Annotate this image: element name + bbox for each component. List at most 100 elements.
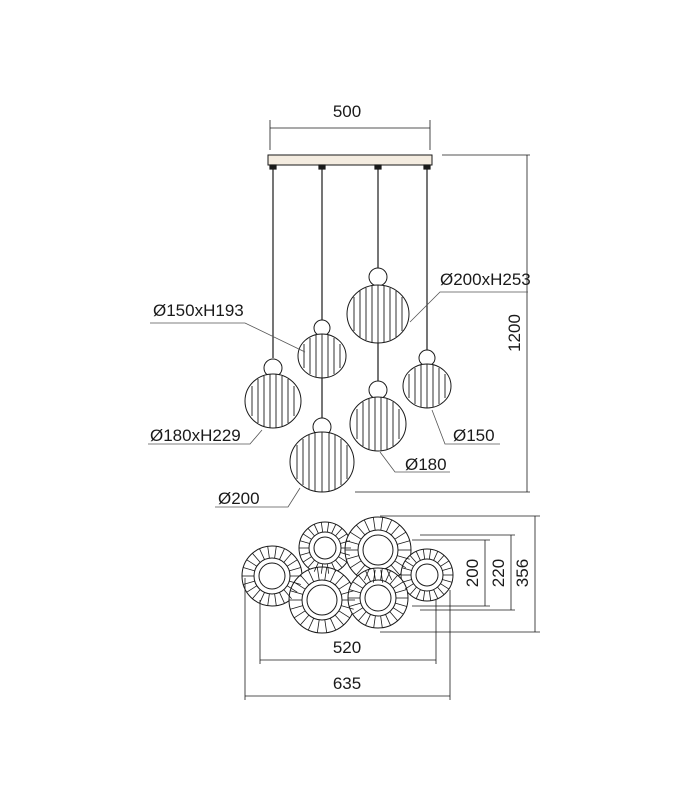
rosette-rib [331, 524, 337, 534]
rosette-rib [290, 590, 303, 595]
rosette-rib [300, 574, 310, 586]
rosette-rib [415, 551, 421, 561]
rosette-rib [442, 567, 453, 571]
rosette-rib [331, 562, 337, 572]
rosette-rib [385, 614, 391, 626]
rosette-rib [283, 589, 292, 599]
rosette-rib [428, 590, 432, 601]
rosette-rib [356, 524, 366, 536]
top-view-depth-a-label: 200 [463, 559, 482, 587]
label-d150-h193: Ø150xH193 [153, 301, 244, 320]
rosette-rib [363, 519, 371, 532]
rosette-rib [334, 574, 344, 586]
rosette-rib [346, 555, 359, 560]
shade-d150 [402, 349, 452, 409]
rosette-rib [373, 615, 376, 628]
canopy [267, 154, 433, 166]
rosette-rib [404, 583, 414, 590]
label-d180: Ø180 [405, 455, 447, 474]
rosette-rib [320, 563, 324, 574]
rosette-ribs [242, 517, 453, 633]
shade-d200-h253 [346, 267, 410, 344]
rosette-rib [299, 552, 310, 556]
rosette-rib [385, 570, 391, 582]
front-view [148, 120, 530, 508]
rosette-rib [252, 589, 261, 599]
rosette-rib [259, 548, 265, 560]
rosette-rib [392, 607, 404, 615]
rosette-rib [289, 567, 301, 572]
rosette-rib [442, 579, 453, 583]
rosette-rib [352, 607, 364, 615]
rosette-rib [394, 560, 407, 569]
rosette-rib [293, 581, 306, 590]
canopy-width-label: 500 [333, 102, 361, 121]
rosette-rib [293, 610, 306, 619]
rosette-rib [300, 614, 310, 626]
rosette-rib [326, 522, 330, 533]
rosette-rib [279, 592, 285, 604]
rosette-rib [286, 559, 298, 567]
rosette-rib [307, 569, 315, 582]
rosette-rib [389, 575, 398, 585]
rosette-rib [397, 555, 410, 560]
rosette-rib [401, 567, 412, 571]
top-view-inner-width-label: 520 [333, 638, 361, 657]
shade-d200 [289, 417, 355, 493]
rosette-rib [358, 575, 367, 585]
rosette-rib [372, 569, 376, 583]
cables [269, 164, 431, 418]
rosette-rib [313, 524, 319, 534]
rosette-rib [385, 519, 393, 532]
rosette-rib [440, 583, 450, 590]
rosette-rib [267, 593, 270, 606]
rosette-rib [302, 556, 312, 563]
rosette-rib [338, 533, 348, 540]
rosette-rib [415, 589, 421, 599]
top-view-dimensions [244, 515, 540, 700]
rosette-rib [395, 589, 407, 594]
rosette-rib [320, 522, 324, 533]
label-d150: Ø150 [453, 426, 495, 445]
rosette-rib [349, 560, 362, 569]
rosette-rib [356, 564, 366, 576]
rosette-rib [307, 528, 315, 537]
rosette-rib [409, 586, 417, 595]
rosette-rib [389, 611, 398, 621]
rosette-rib [373, 568, 376, 581]
rosette-rib [365, 570, 371, 582]
rosette-rib [349, 589, 361, 594]
rosette-rib [324, 619, 328, 633]
rosette-rib [246, 559, 258, 567]
rosette-rib [437, 586, 445, 595]
rosette-rib [316, 619, 320, 633]
rosette-rib [243, 567, 255, 572]
label-d200-h253: Ø200xH253 [440, 270, 531, 289]
rosette-rib [422, 590, 426, 601]
rosette-rib [307, 559, 315, 568]
rosette-rib [313, 562, 319, 572]
rosette-rib [316, 567, 320, 581]
leader-lines [148, 291, 528, 508]
rosette-rib [394, 531, 407, 540]
rosette-rib [307, 618, 315, 631]
rosette-rib [286, 585, 298, 593]
rosette-rib [338, 581, 351, 590]
rosette-rib [428, 549, 432, 560]
rosette-rib [338, 556, 348, 563]
rosette-rib [346, 540, 359, 545]
rosette-rib [279, 548, 285, 560]
rosette-rib [340, 552, 351, 556]
label-d200: Ø200 [218, 489, 260, 508]
rosette-rib [338, 610, 351, 619]
rosette-rib [380, 569, 384, 583]
top-view-depth-b-label: 220 [489, 559, 508, 587]
rosette-rib [246, 585, 258, 593]
rosette-rib [358, 611, 367, 621]
rosette-rib [283, 553, 292, 563]
rosette-rib [326, 563, 330, 574]
rosette-rib [334, 614, 344, 626]
rosette-rib [290, 605, 303, 610]
